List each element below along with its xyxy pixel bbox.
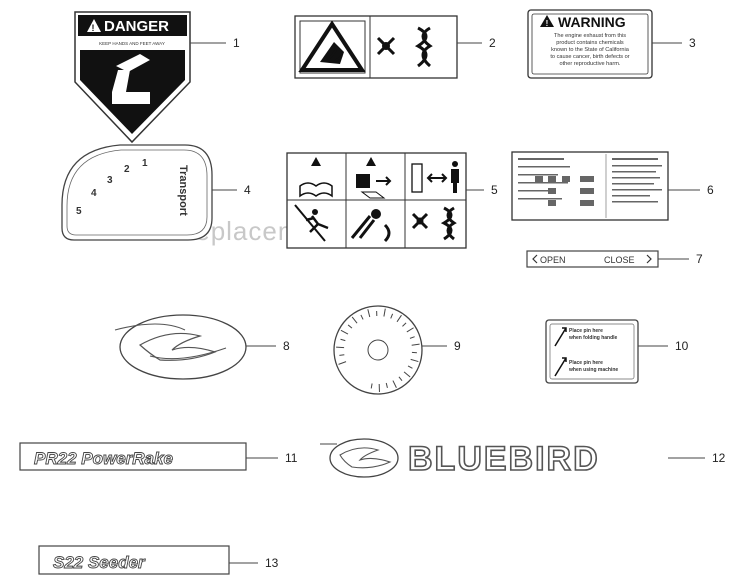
pin-line-3: Place pin here bbox=[569, 360, 603, 366]
close-label: CLOSE bbox=[604, 255, 635, 265]
bluebird-text: BLUEBIRD bbox=[408, 440, 600, 478]
warning-title: WARNING bbox=[558, 14, 626, 30]
dial-tick bbox=[390, 313, 394, 319]
foot-icon bbox=[112, 70, 150, 104]
arrow-up-icon-2 bbox=[554, 357, 567, 377]
pin-line-4: when using machine bbox=[568, 367, 618, 373]
dial-tick bbox=[367, 309, 371, 318]
svg-text:!: ! bbox=[92, 23, 95, 33]
pin-line-1: Place pin here bbox=[569, 328, 603, 334]
callout-5: 5 bbox=[491, 183, 498, 197]
slope-icon bbox=[294, 204, 326, 242]
callout-2: 2 bbox=[489, 36, 496, 50]
callout-10: 10 bbox=[675, 339, 689, 353]
key-icon bbox=[356, 174, 370, 188]
speed-2: 2 bbox=[124, 164, 130, 175]
dial-tick bbox=[385, 382, 388, 388]
dial-tick bbox=[336, 346, 345, 349]
open-label: OPEN bbox=[540, 255, 566, 265]
warning-line-5: other reproductive harm. bbox=[560, 61, 621, 67]
decal-bird-logo-oval bbox=[114, 314, 247, 380]
warning-line-4: to cause cancer, birth defects or bbox=[550, 54, 629, 60]
decal-pin-instructions: Place pin here when folding handle Place… bbox=[545, 319, 639, 384]
danger-subtitle: KEEP HANDS AND FEET AWAY bbox=[99, 41, 165, 46]
decal-warning: ! WARNING The engine exhaust from this p… bbox=[527, 9, 653, 79]
dial-tick bbox=[411, 343, 420, 346]
keep-distance-icon bbox=[426, 173, 448, 183]
warning-triangle-icon bbox=[87, 19, 101, 32]
warning-line-1: The engine exhaust from this bbox=[554, 33, 626, 39]
dial-tick bbox=[407, 365, 413, 369]
callout-7: 7 bbox=[696, 252, 703, 266]
s22-text: S22 Seeder bbox=[53, 553, 146, 572]
speed-5: 5 bbox=[76, 206, 82, 217]
transport-label: Transport bbox=[177, 165, 189, 216]
dial-tick bbox=[339, 354, 345, 356]
warning-triangle-icon bbox=[540, 15, 554, 27]
speed-4: 4 bbox=[91, 188, 97, 199]
svg-text:!: ! bbox=[546, 19, 549, 28]
dial-tick bbox=[360, 314, 364, 320]
bird-icon bbox=[339, 447, 392, 469]
dial-tick bbox=[398, 376, 403, 382]
decal-open-close: OPEN CLOSE bbox=[526, 250, 659, 268]
decal-s22-seeder: S22 Seeder bbox=[38, 545, 230, 575]
danger-title: DANGER bbox=[104, 18, 169, 35]
warning-line-2: product contains chemicals bbox=[556, 40, 624, 46]
dial-tick bbox=[402, 322, 407, 327]
warning-line-3: known to the State of California bbox=[551, 47, 630, 53]
dial-tick bbox=[340, 338, 346, 342]
callout-4: 4 bbox=[244, 183, 251, 197]
callout-12: 12 bbox=[712, 451, 726, 465]
dial-tick bbox=[340, 329, 349, 335]
thrown-objects-icon bbox=[350, 215, 376, 239]
pr22-text: PR22 PowerRake bbox=[34, 449, 173, 468]
decal-speed-selector: 5 4 3 2 1 Transport bbox=[61, 144, 213, 241]
decal-pr22-powerrake: PR22 PowerRake bbox=[19, 442, 247, 471]
arrow-right-icon bbox=[646, 254, 652, 264]
decal-instructions bbox=[511, 151, 669, 221]
dial-tick bbox=[403, 371, 411, 378]
decal-danger: ! DANGER KEEP HANDS AND FEET AWAY bbox=[74, 11, 191, 144]
decal-bluebird-logo: BLUEBIRD bbox=[320, 438, 600, 479]
dial-tick bbox=[396, 314, 402, 323]
callout-9: 9 bbox=[454, 339, 461, 353]
callout-1: 1 bbox=[233, 36, 240, 50]
manual-icon bbox=[299, 182, 333, 198]
dial-tick bbox=[338, 361, 347, 365]
dial-tick bbox=[409, 336, 415, 339]
dial-tick bbox=[347, 324, 353, 329]
bird-icon bbox=[138, 332, 217, 361]
callout-6: 6 bbox=[707, 183, 714, 197]
pin-line-2: when folding handle bbox=[568, 335, 618, 341]
callout-8: 8 bbox=[283, 339, 290, 353]
arrow-left-icon bbox=[532, 254, 538, 264]
dial-tick bbox=[351, 316, 358, 324]
speed-1: 1 bbox=[142, 158, 148, 169]
dial-tick bbox=[383, 308, 386, 317]
speed-3: 3 bbox=[107, 175, 113, 186]
dial-tick bbox=[370, 383, 373, 389]
callout-13: 13 bbox=[265, 556, 279, 570]
decal-hand-hazard bbox=[294, 15, 458, 79]
dial-tick bbox=[406, 327, 414, 333]
decal-pictograms bbox=[286, 152, 467, 249]
dial-tick bbox=[410, 358, 419, 363]
callout-11: 11 bbox=[285, 451, 298, 465]
decal-dial bbox=[333, 305, 423, 395]
dial-tick bbox=[392, 380, 397, 388]
arrow-up-icon bbox=[554, 327, 567, 347]
callout-3: 3 bbox=[689, 36, 696, 50]
